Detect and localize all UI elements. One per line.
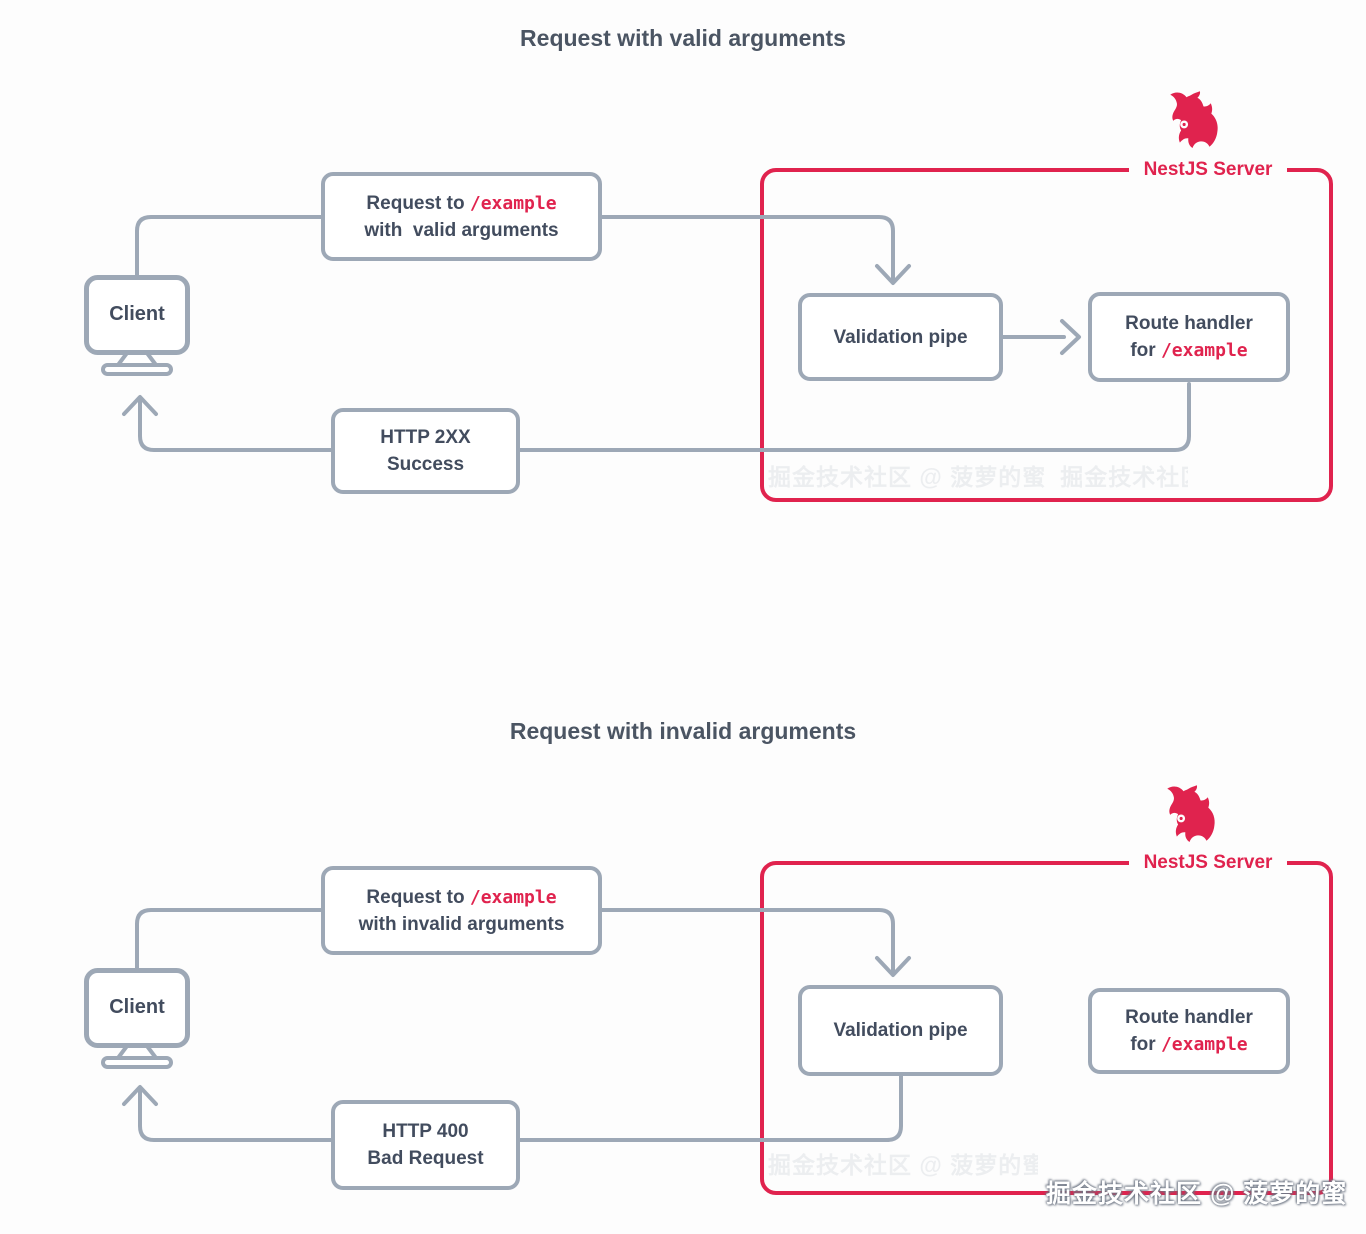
request-box-valid: Request to /example with valid arguments: [321, 172, 602, 261]
response-line2: Success: [386, 454, 465, 475]
wire-client-to-request: [135, 908, 325, 972]
response-box-bad-request: HTTP 400 Bad Request: [331, 1100, 520, 1190]
response-line1: HTTP 400: [382, 1121, 469, 1142]
route-handler-prefix: for: [1130, 340, 1161, 361]
validation-pipe-box: Validation pipe: [798, 293, 1003, 381]
monitor-icon: [84, 968, 190, 1069]
nestjs-logo-icon: [1170, 91, 1218, 148]
route-handler-line1: Route handler: [1125, 313, 1253, 334]
route-path: /example: [469, 192, 557, 214]
wire-client-to-request: [135, 215, 325, 279]
watermark-text: 掘金技术社区 @ 菠萝的蜜: [1046, 1180, 1348, 1208]
nestjs-logo-icon: [1167, 785, 1215, 842]
route-handler-box: Route handler for /example: [1088, 988, 1290, 1074]
response-line2: Bad Request: [367, 1148, 484, 1169]
request-text-line2: with valid arguments: [364, 219, 559, 241]
route-handler-line1: Route handler: [1125, 1007, 1253, 1028]
route-path: /example: [1160, 340, 1248, 361]
nestjs-server-label: NestJS Server: [1129, 852, 1287, 874]
request-box-invalid: Request to /example with invalid argumen…: [321, 866, 602, 955]
client-label: Client: [109, 302, 165, 325]
validation-pipe-label: Validation pipe: [833, 1020, 968, 1041]
validation-pipe-box: Validation pipe: [798, 985, 1003, 1076]
request-text: Request to: [366, 192, 470, 214]
monitor-icon: [84, 275, 190, 376]
diagram-title-invalid: Request with invalid arguments: [509, 718, 857, 744]
response-line1: HTTP 2XX: [380, 427, 471, 448]
request-text: Request to: [366, 886, 470, 908]
faint-watermark: 掘金技术社区 @ 菠萝的蜜掘金技术社区 @ 菠萝的蜜: [768, 1152, 1038, 1178]
route-path: /example: [469, 886, 557, 908]
route-path: /example: [1160, 1034, 1248, 1055]
client-label: Client: [109, 995, 165, 1018]
diagram-title-valid: Request with valid arguments: [520, 25, 846, 51]
nestjs-server-frame-valid: [760, 168, 1333, 502]
nestjs-server-frame-invalid: [760, 861, 1333, 1195]
client-node: Client: [84, 275, 190, 378]
client-node: Client: [84, 968, 190, 1071]
request-text-line2: with invalid arguments: [358, 913, 565, 935]
nestjs-server-label: NestJS Server: [1129, 159, 1287, 181]
response-box-success: HTTP 2XX Success: [331, 408, 520, 494]
validation-pipe-label: Validation pipe: [833, 326, 968, 348]
route-handler-prefix: for: [1130, 1034, 1161, 1055]
route-handler-box: Route handler for /example: [1088, 292, 1290, 382]
faint-watermark: 掘金技术社区 @ 菠萝的蜜掘金技术社区 @ 菠萝的蜜: [768, 464, 1188, 490]
